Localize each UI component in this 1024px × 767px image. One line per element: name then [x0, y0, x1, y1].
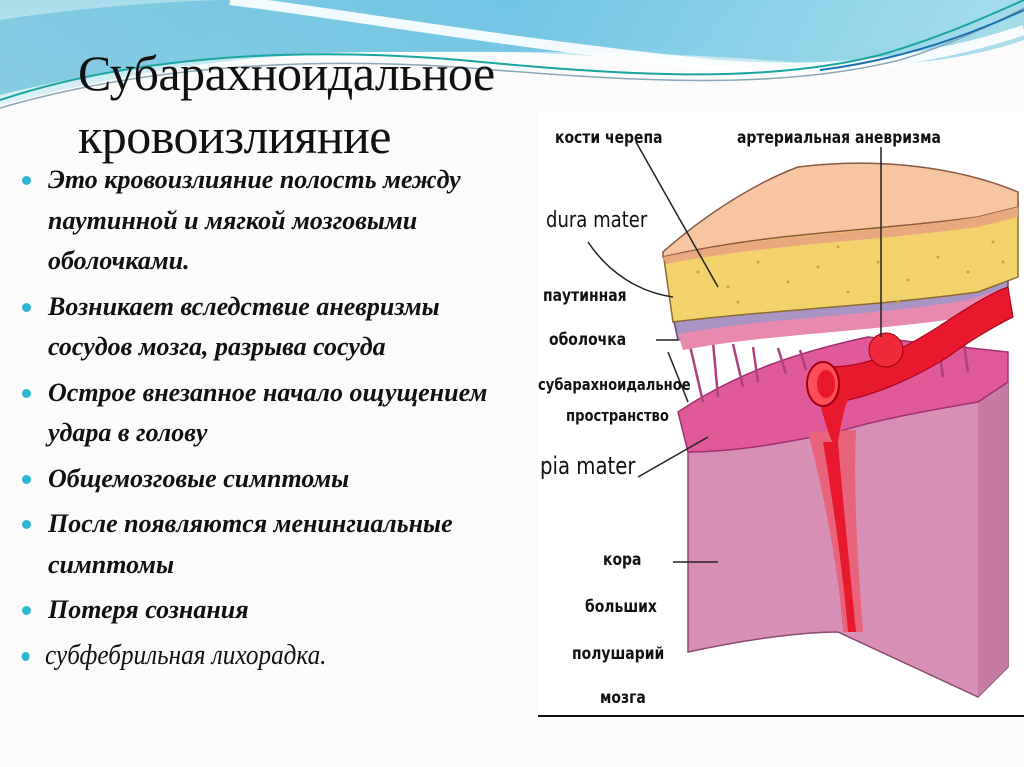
bullet-item: Возникает вследствие аневризмы сосудов м… — [18, 287, 518, 368]
label-arachnoid-2: оболочка — [549, 330, 627, 350]
bullet-item: Потеря сознания — [18, 590, 518, 631]
label-dura-mater: dura mater — [546, 208, 648, 233]
bullet-dot-icon — [22, 606, 31, 615]
label-cortex-3: полушарий — [572, 644, 665, 664]
header-wave-decoration — [0, 0, 1024, 109]
figure-baseline-divider — [538, 715, 1024, 717]
label-arachnoid-1: паутинная — [543, 286, 627, 306]
label-cortex-4: мозга — [600, 688, 646, 708]
bullet-dot-icon — [22, 520, 31, 529]
label-subarachnoid-2: пространство — [566, 406, 669, 425]
bullet-text: субфебрильная лихорадка. — [45, 639, 327, 671]
meninges-illustration — [587, 141, 1019, 698]
label-pia-mater: pia mater — [540, 452, 636, 480]
bullet-item: субфебрильная лихорадка. — [18, 636, 468, 677]
bullet-dot-icon — [22, 474, 31, 484]
bullet-dot-icon — [22, 176, 31, 185]
bullet-text: Потеря сознания — [48, 595, 249, 624]
label-cortex-1: кора — [603, 550, 642, 570]
bullet-dot-icon — [22, 302, 31, 312]
bullet-dot-icon — [21, 651, 30, 661]
label-cortex-2: больших — [585, 597, 657, 617]
bullet-item: После появляются менингиальные симптомы — [18, 504, 518, 585]
label-subarachnoid-1: субарахноидальное — [538, 375, 691, 394]
title-line-2: кровоизлияние — [78, 108, 391, 164]
bullet-text: Общемозговые симптомы — [48, 463, 350, 493]
label-skull-bones: кости черепа — [555, 128, 663, 148]
title-line-1: Субарахноидальное — [78, 44, 495, 101]
bullet-dot-icon — [22, 388, 31, 398]
bullet-item: Это кровоизлияние полость между паутинно… — [18, 160, 518, 282]
bullet-text: После появляются менингиальные симптомы — [48, 509, 453, 579]
slide-title: Субарахноидальное кровоизлияние — [78, 42, 495, 169]
label-arterial-aneurysm: артериальная аневризма — [737, 128, 941, 148]
meninges-diagram — [538, 112, 1024, 718]
bullet-list: Это кровоизлияние полость между паутинно… — [18, 160, 518, 681]
bullet-item: Острое внезапное начало ощущением удара … — [18, 373, 518, 454]
bullet-text: Возникает вследствие аневризмы сосудов м… — [48, 291, 440, 362]
bullet-text: Это кровоизлияние полость между паутинно… — [48, 165, 461, 275]
bullet-item: Общемозговые симптомы — [18, 459, 518, 500]
bullet-text: Острое внезапное начало ощущением удара … — [48, 377, 488, 448]
